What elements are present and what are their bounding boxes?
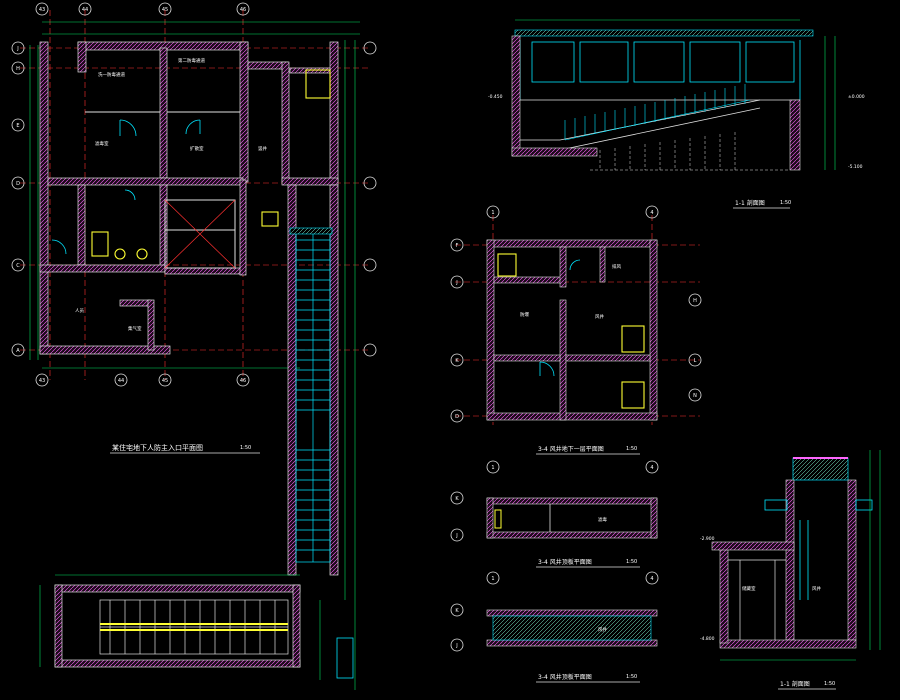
plan2-axis-top-1: 1 [491,210,494,216]
axis-left-j: J [16,46,18,52]
axis-bottom-43: 43 [39,378,45,384]
room-label-13: 风井 [812,585,821,592]
section-2-title: 1-1 剖面图 [780,680,810,688]
plan2-axis-left-d: D [455,414,459,420]
plan2-axis-left-k: K [455,358,459,364]
elevation-5: -4.800 [700,636,715,642]
room-label-12: 风井 [598,626,607,633]
axis-bottom-45: 45 [162,378,168,384]
plan-4-title: 3-4 风井顶板平面图 [538,673,592,681]
plan3-axis-left-k: K [455,496,459,502]
plan4-axis-left-k: K [455,608,459,614]
plan-2-scale: 1:50 [626,446,637,452]
main-plan-axis-top [35,2,250,16]
room-label-14: 储藏室 [742,585,756,592]
plan3-axis-top-4: 4 [650,465,653,471]
room-label-9: 风井 [595,313,604,320]
plan4-axis-top-1: 1 [491,576,494,582]
elevation-4: -2.900 [700,536,715,542]
plan-4-scale: 1:50 [626,674,637,680]
main-plan [20,10,370,690]
axis-left-d: D [16,181,20,187]
plan-3: 1 4 K J 滤毒 3-4 风井顶板平面图 1:50 [450,460,659,568]
plan-2-title: 3-4 风井地下一层平面图 [538,445,604,453]
main-plan-axis-left [11,41,377,357]
elevation-3: ±0.000 [848,94,865,100]
plan4-axis-top-4: 4 [650,576,653,582]
plan2-axis-left-f: F [456,243,459,249]
plan3-axis-top-1: 1 [491,465,494,471]
room-label-5: 竖井 [258,145,267,152]
room-label-7: 集气室 [128,325,142,332]
axis-left-h: H [16,66,20,72]
section-2-scale: 1:50 [824,681,835,687]
plan2-axis-right-h: H [693,298,697,304]
axis-left-e: E [16,123,19,129]
section-1-title: 1-1 剖面图 [735,199,765,207]
axis-top-46: 46 [240,7,246,13]
plan2-axis-right-n: N [693,393,697,399]
elevation-2: -5.100 [848,164,863,170]
axis-bottom-46: 46 [240,378,246,384]
plan-3-scale: 1:50 [626,559,637,565]
axis-bottom-44: 44 [118,378,124,384]
room-label-6: 人员 [75,308,84,314]
main-plan-scale: 1:50 [240,445,251,451]
room-label-1: 洗一防毒通道 [98,71,125,78]
plan2-axis-top-4: 4 [650,210,653,216]
main-plan-title: 某住宅地下人防主入口平面图 [112,443,203,452]
axis-left-a: A [16,348,20,354]
main-plan-axis-bottom [35,373,250,387]
plan3-axis-left-j: J [455,533,457,539]
plan-3-title: 3-4 风井顶板平面图 [538,558,592,566]
axis-left-c: C [16,263,20,269]
section-1-1: 1-1 剖面图 1:50 -0.450 -5.100 ±0.000 [488,19,865,209]
elevation-1: -0.450 [488,94,503,100]
room-label-8: 防爆 [520,311,529,318]
plan2-axis-right-l: L [694,358,697,364]
axis-top-45: 45 [162,7,168,13]
room-label-2: 第二防毒通道 [178,57,205,64]
room-label-4: 扩散室 [190,145,204,152]
plan-4: 1 4 K J 风井 3-4 风井顶板平面图 1:50 [450,571,659,683]
plan4-axis-left-j: J [455,643,457,649]
section-2: 风井 储藏室 -2.900 -4.800 1-1 剖面图 1:50 [700,450,881,690]
plan-2: 1 4 F J K D H L N 防爆 风井 排风 3-4 风井地下一层平面图… [450,205,702,455]
room-label-10: 排风 [612,263,621,270]
axis-top-44: 44 [82,7,88,13]
section-1-scale: 1:50 [780,200,791,206]
room-label-3: 滤毒室 [95,140,109,147]
room-label-11: 滤毒 [598,516,607,523]
plan2-axis-left-j: J [455,280,457,286]
axis-top-43: 43 [39,7,45,13]
